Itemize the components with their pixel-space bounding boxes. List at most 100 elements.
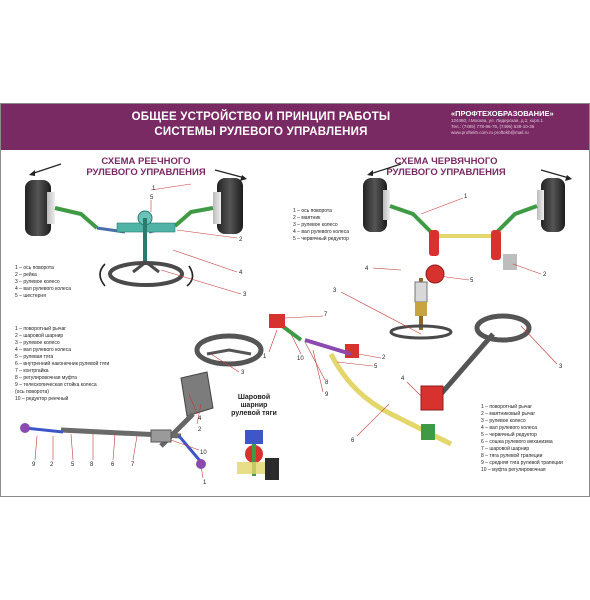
direction-arrow-icon (369, 163, 402, 175)
svg-text:1: 1 (263, 354, 267, 360)
svg-text:1: 1 (152, 186, 156, 192)
svg-text:5: 5 (150, 195, 154, 201)
legend-item: 1 – ось поворота (15, 265, 54, 271)
legend-item: 10 – муфта регулировочная (481, 467, 546, 473)
svg-text:8: 8 (90, 462, 94, 468)
svg-text:5: 5 (374, 364, 378, 370)
brand-phone: Тел.: (7495) 778-86-75, (7495) 538-10-35 (451, 124, 535, 129)
brand-address: 124460, г.Москва, ул. Лидерская, д.2, ко… (451, 118, 543, 123)
legend-item: 8 – тяга рулевой трапеции (481, 453, 543, 459)
legend-item: (ось поворота) (15, 389, 49, 395)
svg-text:7: 7 (324, 312, 328, 318)
legend-item: 3 – рулевое колесо (15, 340, 60, 346)
legend-item: 9 – телескопическая стойка колеса (15, 382, 97, 388)
svg-text:2: 2 (239, 237, 243, 243)
legend-item: 5 – червячный редуктор (293, 236, 349, 242)
poster: ОБЩЕЕ УСТРОЙСТВО И ПРИНЦИП РАБОТЫ СИСТЕМ… (0, 103, 590, 497)
legend-item: 2 – рейка (15, 272, 37, 278)
legend-item: 4 – вал рулевого колеса (15, 347, 71, 353)
rotation-arrow-icon (99, 263, 106, 287)
direction-arrow-icon (214, 169, 246, 179)
brand-name: «ПРОФТЕХОБРАЗОВАНИЕ» (451, 109, 554, 118)
ball-joint-illustration (237, 430, 279, 480)
svg-text:2: 2 (50, 462, 54, 468)
svg-text:9: 9 (32, 462, 36, 468)
lower-right-legend: 1 – поворотный рычаг 2 – маятниковый рыч… (481, 404, 563, 474)
worm-system-illustration: 7 1 10 8 9 2 5 6 4 3 (263, 312, 563, 447)
poster-title-line2: СИСТЕМЫ РУЛЕВОГО УПРАВЛЕНИЯ (154, 126, 368, 138)
legend-item: 4 – вал рулевого колеса (481, 425, 537, 431)
worm-legend: 1 – ось поворота 2 – маятник 3 – рулевое… (293, 208, 349, 243)
legend-item: 6 – сошка рулевого механизма (481, 439, 553, 445)
rack-title-line1: СХЕМА РЕЕЧНОГО (101, 156, 191, 167)
legend-item: 10 – редуктор реечный (15, 396, 69, 402)
brand-block: «ПРОФТЕХОБРАЗОВАНИЕ» 124460, г.Москва, у… (451, 110, 581, 136)
svg-text:3: 3 (333, 288, 337, 294)
poster-title-line1: ОБЩЕЕ УСТРОЙСТВО И ПРИНЦИП РАБОТЫ (131, 111, 391, 123)
svg-text:8: 8 (325, 380, 329, 386)
lower-left-legend: 1 – поворотный рычаг 2 – шаровой шарнир … (15, 326, 109, 403)
left-wheel-icon (363, 178, 390, 232)
legend-item: 3 – рулевое колесо (15, 279, 60, 285)
rack-legend: 1 – ось поворота 2 – рейка 3 – рулевое к… (15, 265, 71, 300)
rotation-arrow-icon (186, 265, 194, 287)
header-band: ОБЩЕЕ УСТРОЙСТВО И ПРИНЦИП РАБОТЫ СИСТЕМ… (1, 104, 589, 150)
legend-item: 4 – вал рулевого колеса (15, 286, 71, 292)
svg-text:3: 3 (241, 370, 245, 376)
legend-item: 6 – внутренний наконечник рулевой тяги (15, 361, 110, 367)
legend-item: 2 – маятник (293, 215, 321, 221)
ball-joint-caption-line3: рулевой тяги (231, 410, 277, 417)
svg-text:1: 1 (464, 194, 468, 200)
svg-text:3: 3 (559, 364, 563, 370)
legend-item: 2 – шаровой шарнир (15, 333, 64, 339)
direction-arrow-icon (30, 163, 62, 175)
legend-item: 9 – средняя тяга рулевой трапеции (481, 460, 563, 466)
svg-text:7: 7 (131, 462, 135, 468)
svg-text:2: 2 (543, 272, 547, 278)
worm-title-line2: РУЛЕВОГО УПРАВЛЕНИЯ (386, 167, 506, 178)
svg-text:4: 4 (198, 416, 202, 422)
legend-item: 4 – вал рулевого колеса (293, 229, 349, 235)
ball-joint-caption-line1: Шаровой (237, 394, 271, 401)
svg-text:9: 9 (325, 392, 329, 398)
svg-text:10: 10 (200, 450, 207, 456)
legend-item: 3 – рулевое колесо (293, 222, 338, 228)
illustrations: 1 5 2 4 3 (20, 163, 572, 486)
legend-item: 5 – рулевая тяга (15, 354, 54, 360)
rack-system-illustration: 3 4 2 10 9 2 5 8 6 7 1 (20, 333, 264, 486)
svg-text:5: 5 (470, 278, 474, 284)
right-wheel-icon (537, 178, 565, 232)
svg-text:10: 10 (297, 356, 304, 362)
legend-item: 5 – червячный редуктор (481, 432, 537, 438)
legend-item: 8 – регулировочная муфта (15, 375, 77, 381)
svg-text:4: 4 (365, 266, 369, 272)
svg-text:4: 4 (401, 376, 405, 382)
legend-item: 7 – контргайка (15, 368, 49, 374)
legend-item: 2 – маятниковый рычаг (481, 411, 536, 417)
ball-joint-caption: Шаровой шарнир рулевой тяги (219, 394, 289, 418)
svg-text:3: 3 (243, 292, 247, 298)
worm-scheme-title: СХЕМА ЧЕРВЯЧНОГО РУЛЕВОГО УПРАВЛЕНИЯ (361, 156, 531, 178)
legend-item: 1 – поворотный рычаг (481, 404, 533, 410)
svg-text:5: 5 (71, 462, 75, 468)
legend-item: 7 – шаровой шарнир (481, 446, 530, 452)
svg-text:6: 6 (351, 438, 355, 444)
worm-title-line1: СХЕМА ЧЕРВЯЧНОГО (394, 156, 498, 167)
ball-joint-caption-line2: шарнир (240, 402, 268, 409)
svg-text:1: 1 (203, 480, 207, 486)
legend-item: 5 – шестерня (15, 293, 46, 299)
legend-item: 1 – ось поворота (293, 208, 332, 214)
legend-item: 3 – рулевое колесо (481, 418, 526, 424)
svg-text:6: 6 (111, 462, 115, 468)
direction-arrow-icon (540, 169, 570, 179)
right-wheel-icon (213, 178, 243, 234)
left-wheel-icon (25, 180, 55, 236)
brand-web: www.proftekh.com.ru proftekh@mail.ru (451, 130, 529, 135)
svg-text:2: 2 (198, 427, 202, 433)
svg-text:2: 2 (382, 355, 386, 361)
rack-scheme-title: СХЕМА РЕЕЧНОГО РУЛЕВОГО УПРАВЛЕНИЯ (61, 156, 231, 178)
legend-item: 1 – поворотный рычаг (15, 326, 67, 332)
worm-scheme-diagram: 1 4 5 2 3 (333, 163, 572, 340)
svg-text:4: 4 (239, 270, 243, 276)
rack-scheme-diagram: 1 5 2 4 3 (25, 163, 247, 298)
